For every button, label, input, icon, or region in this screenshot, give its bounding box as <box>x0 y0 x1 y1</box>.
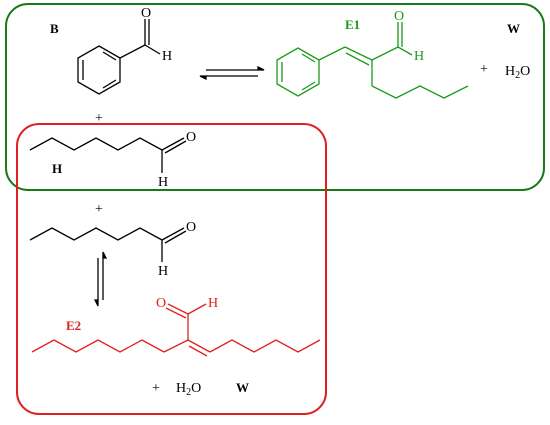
water-1-subscript: 2 <box>515 70 520 81</box>
water-formula-2: H2O <box>176 381 201 398</box>
label-water-2: W <box>236 380 249 395</box>
water-2-h: H <box>176 381 186 396</box>
equilibrium-arrow-cross <box>199 65 265 81</box>
cross-condensation-box <box>5 3 545 191</box>
heptanal-structure-1 <box>29 137 187 173</box>
self-product-structure <box>31 303 321 357</box>
cross-product-structure <box>276 22 469 99</box>
water-2-o: O <box>191 381 201 396</box>
label-heptanal: H <box>52 161 62 176</box>
water-formula-1: H2O <box>505 64 530 81</box>
heptanal-structure-2 <box>29 227 187 262</box>
water-1-h: H <box>505 64 515 79</box>
water-1-o: O <box>520 64 530 79</box>
plus-sign-3: + <box>95 202 103 217</box>
benzaldehyde-hydrogen: H <box>162 49 172 64</box>
benzaldehyde-oxygen: O <box>141 6 151 21</box>
benzaldehyde-structure <box>77 19 161 95</box>
heptanal-2-hydrogen: H <box>158 264 168 279</box>
heptanal-1-oxygen: O <box>186 130 196 145</box>
label-self-product: E2 <box>66 318 81 333</box>
plus-sign-2: + <box>480 62 488 77</box>
cross-product-oxygen: O <box>394 9 404 24</box>
heptanal-2-oxygen: O <box>186 220 196 235</box>
label-cross-product: E1 <box>345 17 360 32</box>
label-benzaldehyde: B <box>50 21 59 36</box>
cross-product-hydrogen: H <box>414 49 424 64</box>
equilibrium-arrow-self <box>93 251 108 307</box>
self-condensation-box <box>16 123 327 415</box>
water-2-subscript: 2 <box>186 387 191 398</box>
plus-sign-4: + <box>152 381 160 396</box>
label-water-1: W <box>507 21 520 36</box>
self-product-oxygen: O <box>156 296 166 311</box>
self-product-hydrogen: H <box>208 296 218 311</box>
heptanal-1-hydrogen: H <box>158 175 168 190</box>
plus-sign-1: + <box>95 111 103 126</box>
